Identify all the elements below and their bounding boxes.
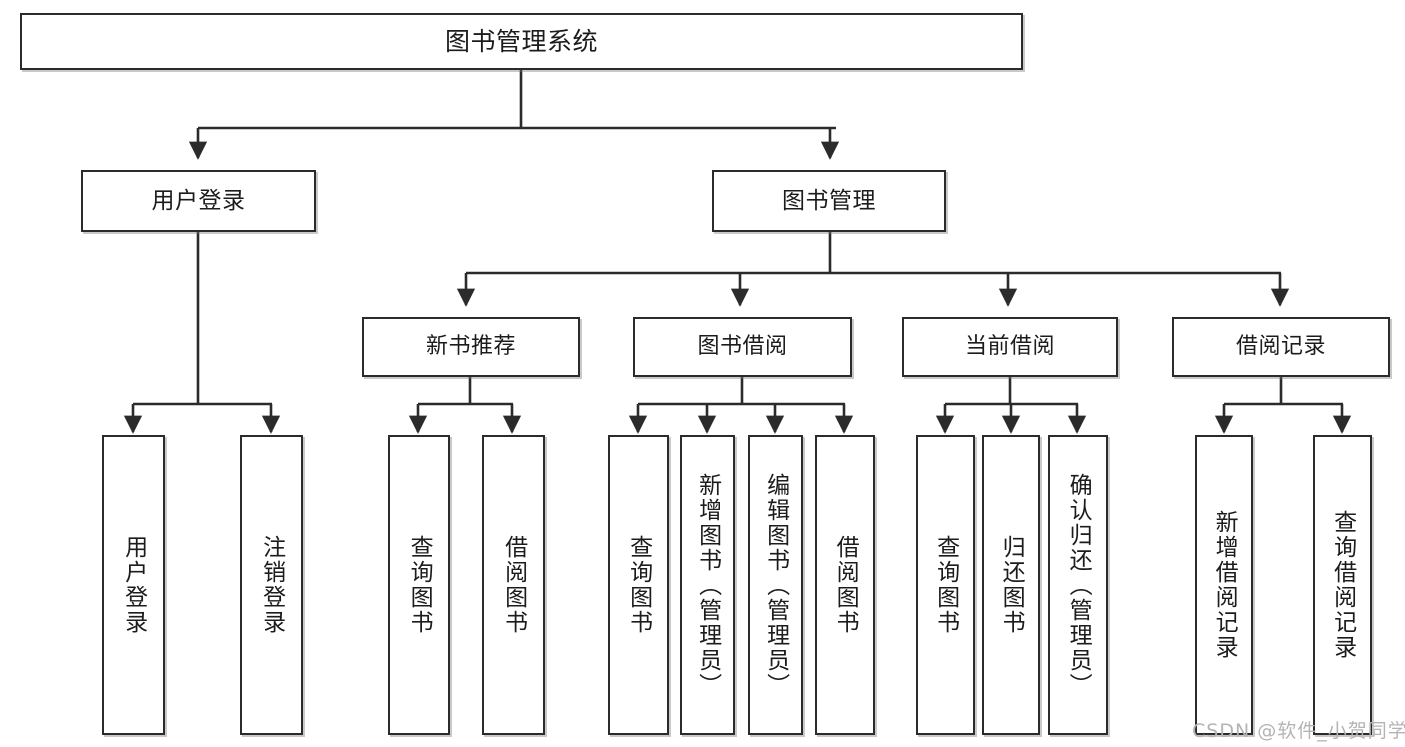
node-label: 归还图书 xyxy=(998,535,1025,635)
leaf-borrow-edit-book-admin[interactable]: 编辑图书（管理员） xyxy=(748,435,803,735)
node-label: 新增图书（管理员） xyxy=(694,472,721,698)
node-label: 图书借阅 xyxy=(697,334,788,360)
leaf-recommend-query-book[interactable]: 查询图书 xyxy=(388,435,450,735)
leaf-record-add-record[interactable]: 新增借阅记录 xyxy=(1195,435,1253,735)
node-label: 借阅记录 xyxy=(1235,334,1326,360)
node-label: 新书推荐 xyxy=(425,334,516,360)
leaf-current-query-book[interactable]: 查询图书 xyxy=(916,435,975,735)
node-label: 编辑图书（管理员） xyxy=(762,472,789,698)
node-label: 注销登录 xyxy=(258,535,285,635)
node-book-management[interactable]: 图书管理 xyxy=(712,170,946,232)
node-label: 查询图书 xyxy=(406,535,433,635)
node-label: 用户登录 xyxy=(151,187,246,214)
leaf-borrow-add-book-admin[interactable]: 新增图书（管理员） xyxy=(680,435,735,735)
node-label: 新增借阅记录 xyxy=(1211,510,1238,660)
leaf-user-login[interactable]: 用户登录 xyxy=(102,435,165,735)
node-label: 查询借阅记录 xyxy=(1329,510,1356,660)
node-root-system[interactable]: 图书管理系统 xyxy=(20,13,1023,70)
node-label: 用户登录 xyxy=(120,535,147,635)
node-label: 借阅图书 xyxy=(500,535,527,635)
node-label: 图书管理 xyxy=(782,187,876,214)
node-label: 查询图书 xyxy=(932,535,959,635)
node-label: 查询图书 xyxy=(625,535,652,635)
node-book-borrow[interactable]: 图书借阅 xyxy=(633,317,852,377)
leaf-record-query-record[interactable]: 查询借阅记录 xyxy=(1313,435,1372,735)
node-label: 借阅图书 xyxy=(832,535,859,635)
node-label: 确认归还（管理员） xyxy=(1065,472,1092,698)
leaf-current-return-book[interactable]: 归还图书 xyxy=(982,435,1040,735)
node-user-login[interactable]: 用户登录 xyxy=(81,170,316,232)
csdn-watermark: CSDN @软件_小贺同学 xyxy=(1192,720,1405,742)
leaf-current-confirm-return-admin[interactable]: 确认归还（管理员） xyxy=(1048,435,1108,735)
leaf-recommend-borrow-book[interactable]: 借阅图书 xyxy=(482,435,545,735)
node-label: 当前借阅 xyxy=(964,334,1055,360)
node-borrow-record[interactable]: 借阅记录 xyxy=(1172,317,1390,377)
leaf-user-logout[interactable]: 注销登录 xyxy=(240,435,303,735)
node-new-book-recommend[interactable]: 新书推荐 xyxy=(362,317,580,377)
node-label: 图书管理系统 xyxy=(444,27,598,56)
leaf-borrow-query-book[interactable]: 查询图书 xyxy=(608,435,669,735)
node-current-borrow[interactable]: 当前借阅 xyxy=(902,317,1118,377)
leaf-borrow-borrow-book[interactable]: 借阅图书 xyxy=(815,435,875,735)
